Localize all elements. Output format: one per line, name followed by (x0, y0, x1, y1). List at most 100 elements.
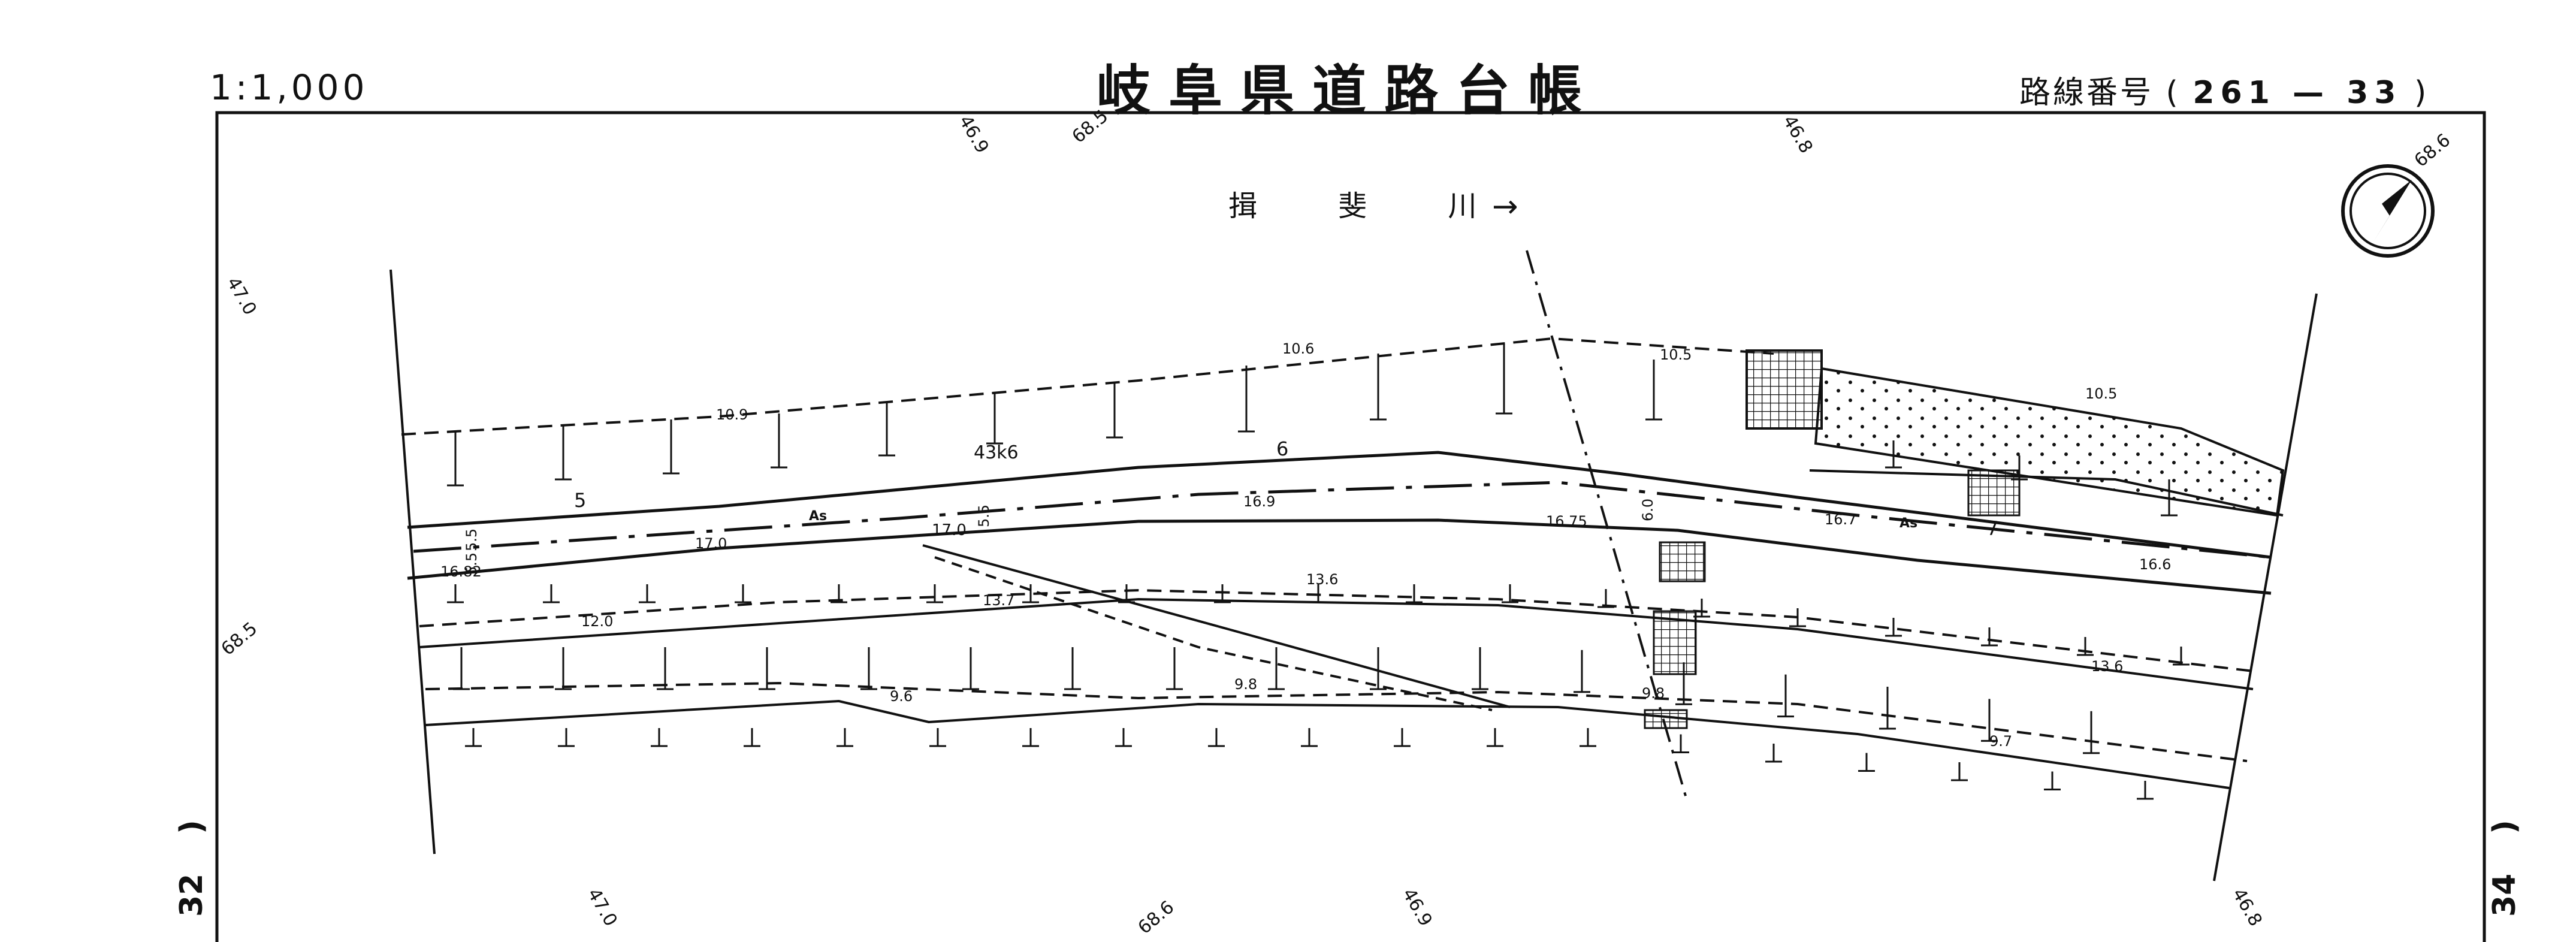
bridge-pier-block (1745, 349, 1823, 430)
elev-road-4: 16.9 (1243, 493, 1275, 510)
map-scale: 1:1,000 (210, 67, 369, 108)
slope-tick (1645, 360, 1662, 421)
slope-tick (543, 584, 560, 603)
slope-tick (1672, 734, 1689, 753)
river-flow-arrow: → (1492, 189, 1518, 225)
elev-road-3: 17.0 (932, 521, 967, 539)
width-label-2: 5.5 (463, 552, 480, 575)
slope-tick (1597, 589, 1614, 608)
elev-road-7: 16.6 (2139, 556, 2171, 573)
slope-tick (1693, 599, 1710, 618)
elev-middle-3: 13.6 (1306, 571, 1338, 588)
slope-tick (663, 419, 680, 475)
road-edge-bottom (407, 518, 2272, 595)
ramp-line-b (934, 556, 1493, 711)
slope-tick (836, 728, 853, 747)
elev-road-1: 16.82 (440, 563, 482, 580)
slope-tick (929, 728, 946, 747)
coord-top-3: 46.8 (1778, 112, 1817, 157)
slope-tick (735, 584, 751, 603)
coord-bottom-1: 47.0 (583, 885, 621, 930)
right-section-line (2213, 293, 2318, 881)
slope-tick (639, 584, 656, 603)
route-close-paren: ) (2414, 75, 2429, 111)
slope-tick (1406, 584, 1423, 603)
slope-tick (1208, 728, 1225, 747)
elev-upper-4: 10.5 (2085, 385, 2117, 402)
elev-road-2: 17.0 (695, 535, 727, 552)
slope-tick (926, 584, 943, 603)
slope-tick (1106, 384, 1123, 439)
slope-tick (831, 584, 847, 603)
slope-tick (986, 393, 1003, 445)
surface-label-2: As (1899, 516, 1917, 531)
width-label-4: 6.0 (1639, 499, 1656, 521)
route-label: 路線番号 (2019, 75, 2154, 111)
slope-tick (1885, 618, 1902, 637)
slope-tick (1487, 728, 1503, 747)
elev-middle-2: 13.7 (983, 592, 1014, 609)
station-mark-6: 6 (1276, 437, 1288, 460)
culvert-block-a (1967, 469, 2021, 517)
slope-tick (1765, 744, 1782, 763)
slope-tick (2161, 479, 2178, 517)
slope-tick (1574, 650, 1590, 693)
slope-tick (453, 647, 470, 690)
slope-tick (1981, 699, 1998, 742)
elev-road-6: 16.7 (1825, 511, 1856, 528)
coord-bottom-3: 46.9 (1398, 885, 1436, 930)
slope-tick (657, 647, 674, 690)
elev-middle-4: 13.6 (2091, 658, 2123, 675)
slope-tick (1370, 354, 1387, 421)
slope-tick (1777, 674, 1794, 718)
slope-tick (1394, 728, 1411, 747)
river-name: 揖 斐 川 (1228, 189, 1513, 223)
slope-tick (558, 728, 575, 747)
coord-bottom-2: 68.6 (1134, 896, 1179, 938)
elev-upper-2: 10.6 (1282, 340, 1314, 357)
slope-tick (2137, 781, 2154, 800)
coord-top-4: 68.6 (2411, 129, 2455, 171)
route-number: 261 — 33 (2193, 75, 2402, 111)
slope-tick (1022, 728, 1039, 747)
station-mark-5: 5 (574, 489, 586, 512)
culvert-block-c (1653, 610, 1697, 675)
slope-tick (1580, 728, 1596, 747)
map-frame (215, 111, 2486, 942)
station-mark-7: 7 (1986, 517, 1998, 540)
coord-bottom-4: 46.8 (2228, 885, 2266, 930)
slope-tick (1370, 647, 1387, 690)
north-arrow-icon (2341, 164, 2435, 258)
slope-tick (860, 647, 877, 690)
slope-tick (1064, 647, 1081, 690)
slope-tick (1981, 627, 1998, 647)
slope-tick (1268, 647, 1285, 690)
upper-boundary (401, 337, 1774, 436)
elev-upper-1: 10.9 (716, 406, 748, 423)
slope-tick (465, 728, 482, 747)
slope-tick (2173, 647, 2190, 666)
bridge-axis-line (1526, 250, 1688, 801)
culvert-block-d (1644, 709, 1688, 729)
slope-tick (555, 647, 572, 690)
road-centreline (413, 481, 2272, 559)
slope-tick (1879, 687, 1896, 730)
slope-tick (1022, 584, 1039, 603)
slope-tick (555, 425, 572, 481)
culvert-block-b (1659, 541, 1706, 582)
slope-tick (651, 728, 668, 747)
slope-tick (759, 647, 775, 690)
slope-tick (1885, 440, 1902, 469)
slope-tick (2083, 711, 2100, 754)
slope-tick (1951, 762, 1968, 781)
slope-tick (1301, 728, 1318, 747)
embankment-dotted-area (1814, 367, 2285, 517)
slope-tick (1858, 753, 1875, 772)
slope-tick (2077, 637, 2094, 656)
elev-lower-3: 9.8 (1642, 685, 1665, 702)
left-section-line (389, 269, 436, 855)
elev-middle-1: 12.0 (581, 613, 613, 630)
slope-tick (1310, 584, 1327, 603)
route-open-paren: ( (2166, 75, 2181, 111)
